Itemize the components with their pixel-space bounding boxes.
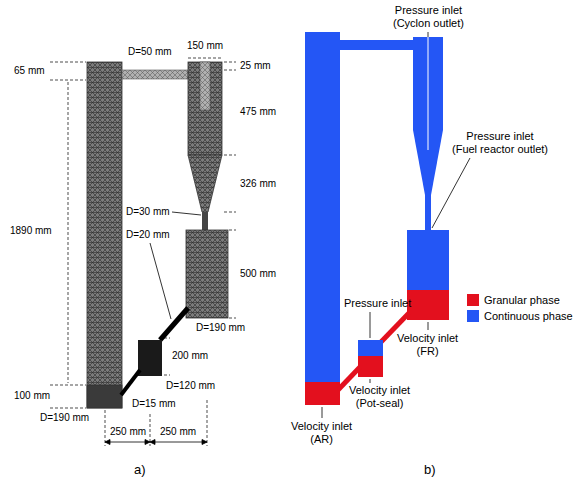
dimension-arrows [105,440,207,445]
legend-swatch [467,294,479,306]
dimension-lines [50,58,236,446]
dimension-label: 500 mm [240,268,276,280]
legend-text: Granular phase [484,294,560,306]
dimension-label: 250 mm [110,426,146,438]
dimension-label: 475 mm [240,106,276,118]
legend-row: Continuous phase [467,308,573,324]
panel-label: b) [424,462,436,478]
legend-swatch [467,310,479,322]
legend-row: Granular phase [467,292,573,308]
legend-text: Continuous phase [484,310,573,322]
panel-label: a) [134,462,146,478]
dimension-label: D=120 mm [166,380,215,392]
dimension-label: D=190 mm [196,322,245,334]
legend: Granular phaseContinuous phase [467,292,573,324]
boundary-label: Velocity inlet (Pot-seal) [349,384,410,410]
dimension-label: 200 mm [172,350,208,362]
dimension-label: D=20 mm [126,229,170,241]
boundary-label: Velocity inlet (AR) [291,420,352,446]
dimension-label: 326 mm [240,178,276,190]
boundary-label: Pressure inlet (Fuel reactor outlet) [452,130,548,156]
dimension-label: D=15 mm [132,398,176,410]
leader-lines [322,32,470,418]
dimension-label: 65 mm [14,65,45,77]
dimension-label: 150 mm [187,40,223,52]
mesh-geometry [87,62,228,408]
dimension-label: D=50 mm [128,46,172,58]
dimension-label: 25 mm [240,60,271,72]
boundary-label: Pressure inlet (Cyclon outlet) [393,4,464,30]
dimension-label: 100 mm [14,390,50,402]
dimension-label: 250 mm [160,426,196,438]
boundary-label: Velocity inlet (FR) [397,332,458,358]
dimension-label: 1890 mm [10,225,52,237]
leader-lines [150,212,201,319]
dimension-label: D=30 mm [126,206,170,218]
dimension-label: D=190 mm [40,412,89,424]
boundary-label: Pressure inlet [344,297,411,310]
